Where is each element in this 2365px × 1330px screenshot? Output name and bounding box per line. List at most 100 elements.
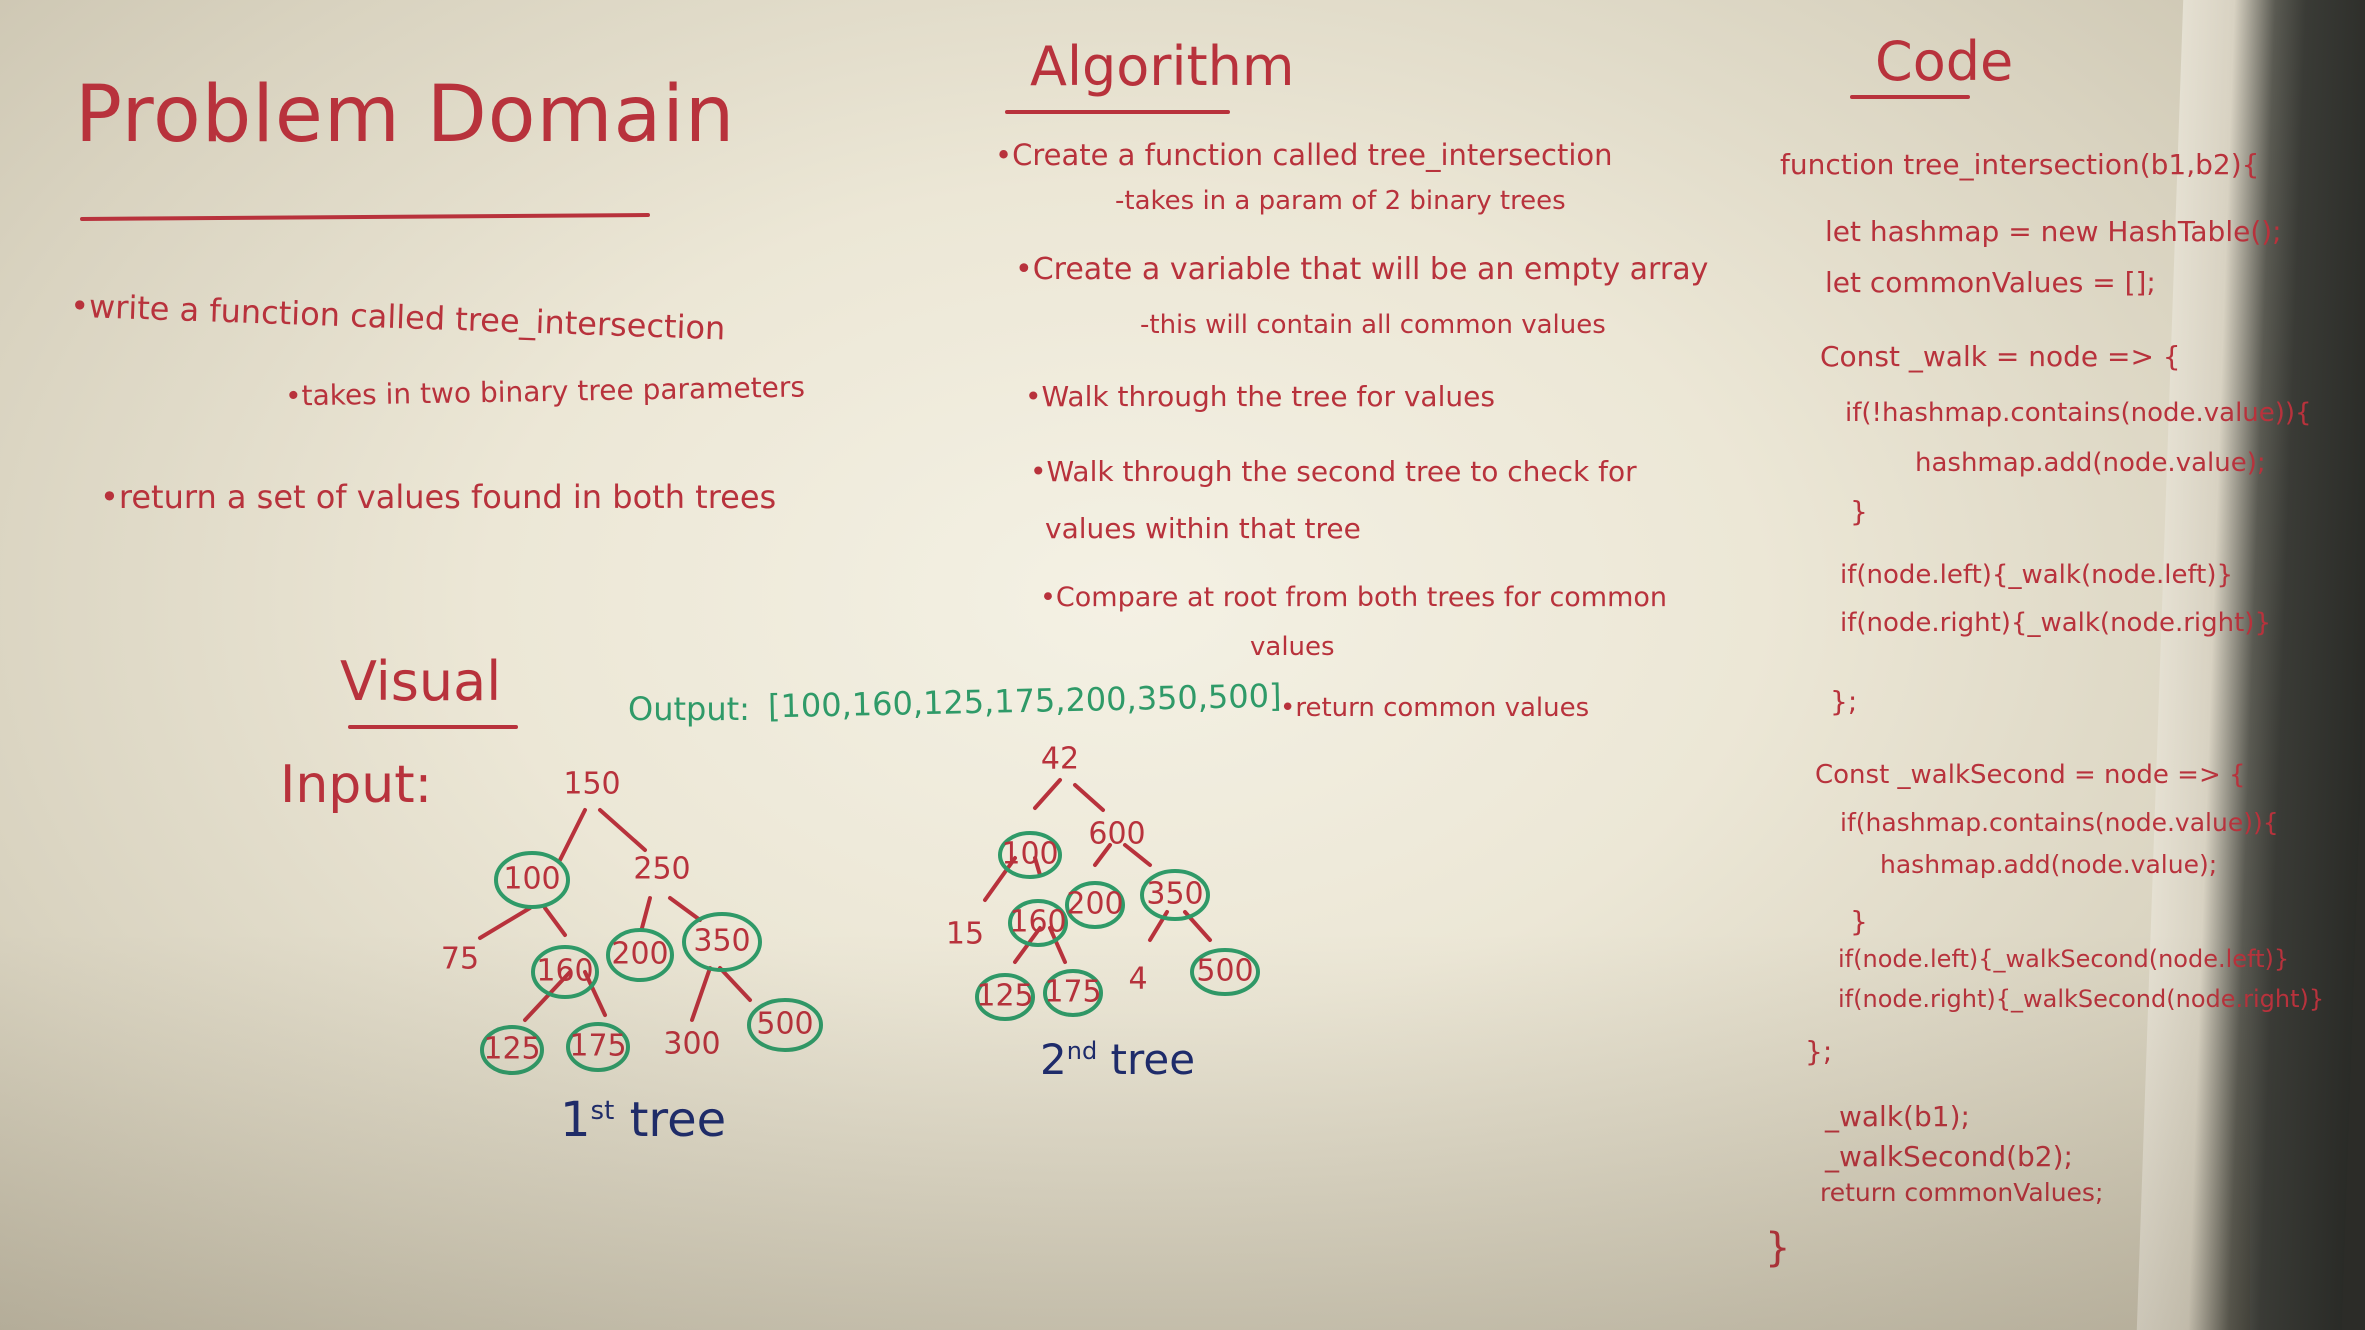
node-ring: [975, 973, 1035, 1021]
tree-node: 150: [563, 767, 620, 802]
tree-node: 125: [976, 979, 1033, 1014]
code-line-11: Const _walkSecond = node => {: [1815, 760, 2246, 790]
code-line-15: if(node.left){_walkSecond(node.left)}: [1838, 945, 2290, 973]
problem-domain-title: Problem Domain: [75, 70, 736, 160]
node-ring: [1140, 869, 1210, 921]
code-line-18: _walk(b1);: [1825, 1100, 1970, 1133]
tree-2-caption-sup: nd: [1066, 1037, 1098, 1065]
problem-bullet-3: •return a set of values found in both tr…: [100, 478, 777, 516]
code-line-13: hashmap.add(node.value);: [1880, 850, 2218, 879]
tree-2-caption: 2nd tree: [1040, 1035, 1195, 1084]
tree-node: 160: [536, 954, 593, 989]
tree-1-caption-sup: st: [590, 1096, 615, 1126]
node-ring: [1065, 881, 1125, 929]
node-ring: [480, 1025, 544, 1075]
tree-node: 75: [441, 942, 479, 977]
visual-title: Visual: [340, 650, 502, 713]
edge: [690, 966, 712, 1022]
code-line-21: }: [1765, 1225, 1791, 1271]
edge: [983, 856, 1017, 902]
code-line-3: let commonValues = [];: [1825, 266, 2156, 299]
code-line-7: }: [1850, 495, 1868, 528]
node-ring: [531, 945, 599, 999]
node-ring: [1008, 899, 1068, 947]
input-label: Input:: [280, 755, 433, 815]
tree-1-caption-number: 1: [560, 1092, 591, 1148]
edge: [543, 906, 567, 937]
tree-1-caption-word: tree: [629, 1092, 727, 1148]
edge: [1033, 778, 1062, 810]
tree-node: 100: [1001, 837, 1058, 872]
node-ring: [1190, 948, 1260, 996]
code-line-20: return commonValues;: [1820, 1178, 2104, 1207]
algorithm-step-2-sub: -this will contain all common values: [1140, 310, 1606, 340]
code-line-10: };: [1830, 685, 1858, 718]
code-line-12: if(hashmap.contains(node.value)){: [1840, 808, 2279, 837]
code-line-9: if(node.right){_walk(node.right)}: [1840, 608, 2271, 638]
tree-2-diagram: 42 100 600 15 160 200 350 125 175 4 500: [946, 742, 1260, 1021]
tree-node: 600: [1088, 817, 1145, 852]
code-line-19: _walkSecond(b2);: [1825, 1140, 2073, 1173]
edge: [1048, 926, 1067, 964]
tree-2-caption-number: 2: [1040, 1035, 1067, 1084]
edge: [598, 808, 647, 852]
tree-node: 250: [633, 852, 690, 887]
tree-node: 125: [483, 1032, 540, 1067]
tree-node: 350: [693, 924, 750, 959]
tree-node: 42: [1041, 742, 1079, 777]
tree-node: 100: [503, 862, 560, 897]
edge: [1123, 843, 1152, 867]
tree-node: 350: [1146, 877, 1203, 912]
algorithm-step-1-sub: -takes in a param of 2 binary trees: [1115, 186, 1566, 216]
edge: [1093, 843, 1112, 867]
output-label: Output:: [628, 690, 750, 728]
code-line-4: Const _walk = node => {: [1820, 340, 2181, 373]
algorithm-step-3: •Walk through the tree for values: [1025, 380, 1495, 413]
tree-2-caption-word: tree: [1110, 1035, 1196, 1084]
tree-1-diagram: 150 100 250 75 160 200 350 125 175 300 5…: [441, 767, 823, 1075]
code-line-16: if(node.right){_walkSecond(node.right)}: [1838, 985, 2325, 1013]
tree-node: 200: [1066, 887, 1123, 922]
tree-node: 175: [569, 1029, 626, 1064]
code-underline: [1850, 95, 1970, 99]
tree-node: 200: [611, 937, 668, 972]
code-line-14: }: [1850, 905, 1868, 938]
algorithm-step-4-cont: values within that tree: [1045, 512, 1361, 545]
code-line-6: hashmap.add(node.value);: [1915, 448, 2266, 478]
node-ring: [494, 851, 570, 909]
code-line-5: if(!hashmap.contains(node.value)){: [1845, 398, 2312, 428]
node-ring: [566, 1022, 630, 1072]
tree-node: 500: [1196, 954, 1253, 989]
visual-underline: [348, 725, 518, 729]
tree-node: 4: [1128, 962, 1147, 997]
edge: [478, 906, 532, 940]
tree-node: 160: [1009, 905, 1066, 940]
code-line-1: function tree_intersection(b1,b2){: [1780, 148, 2260, 181]
edge: [558, 808, 587, 862]
edge: [640, 896, 652, 930]
tree-node: 500: [756, 1007, 813, 1042]
whiteboard: [0, 0, 2250, 1330]
tree-node: 15: [946, 917, 984, 952]
code-title: Code: [1875, 30, 2014, 93]
algorithm-step-5: •Compare at root from both trees for com…: [1040, 582, 1668, 613]
algorithm-step-1: •Create a function called tree_intersect…: [995, 138, 1613, 172]
algorithm-underline: [1005, 110, 1230, 114]
edge: [1033, 856, 1042, 877]
tree-1-caption: 1st tree: [560, 1092, 726, 1148]
edge: [1073, 783, 1105, 812]
algorithm-step-2: •Create a variable that will be an empty…: [1015, 252, 1709, 287]
edge: [583, 970, 607, 1017]
code-line-8: if(node.left){_walk(node.left)}: [1840, 560, 2234, 590]
edge: [523, 970, 572, 1022]
algorithm-title: Algorithm: [1030, 35, 1295, 98]
edge: [718, 966, 752, 1002]
node-ring: [747, 998, 823, 1052]
algorithm-step-6: •return common values: [1280, 693, 1590, 723]
edge: [668, 896, 702, 922]
code-line-17: };: [1805, 1035, 1833, 1068]
node-ring: [998, 831, 1062, 879]
algorithm-step-4: •Walk through the second tree to check f…: [1030, 455, 1637, 488]
algorithm-step-5-cont: values: [1250, 632, 1335, 662]
